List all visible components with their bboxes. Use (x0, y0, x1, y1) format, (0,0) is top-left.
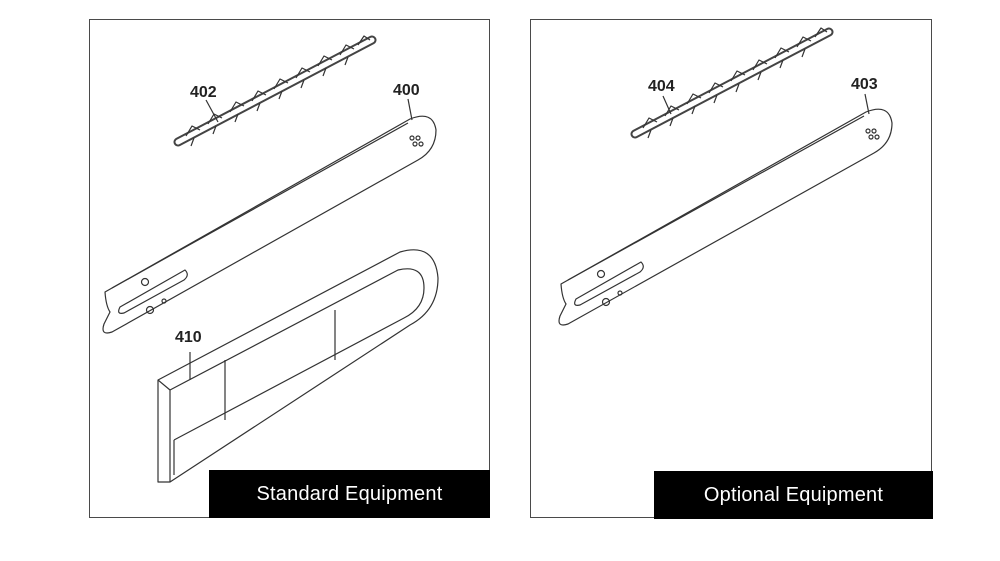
optional-equipment-panel: 404 403 Optional Equipment (530, 19, 933, 519)
standard-equipment-drawing (102, 35, 439, 483)
saw-chain-404 (630, 27, 834, 139)
optional-equipment-banner: Optional Equipment (654, 471, 933, 519)
optional-equipment-drawing (558, 27, 893, 326)
callout-402: 402 (190, 84, 217, 101)
callout-403: 403 (851, 76, 878, 93)
callout-410: 410 (175, 329, 202, 346)
standard-equipment-panel: 402 400 410 Standard Equipment (89, 19, 490, 518)
standard-equipment-banner: Standard Equipment (209, 470, 490, 518)
saw-chain-402 (173, 35, 377, 147)
callout-400: 400 (393, 82, 420, 99)
guide-bar-400 (102, 115, 437, 334)
guide-bar-403 (558, 108, 893, 326)
bar-cover-410 (157, 249, 439, 483)
callout-404: 404 (648, 78, 675, 95)
